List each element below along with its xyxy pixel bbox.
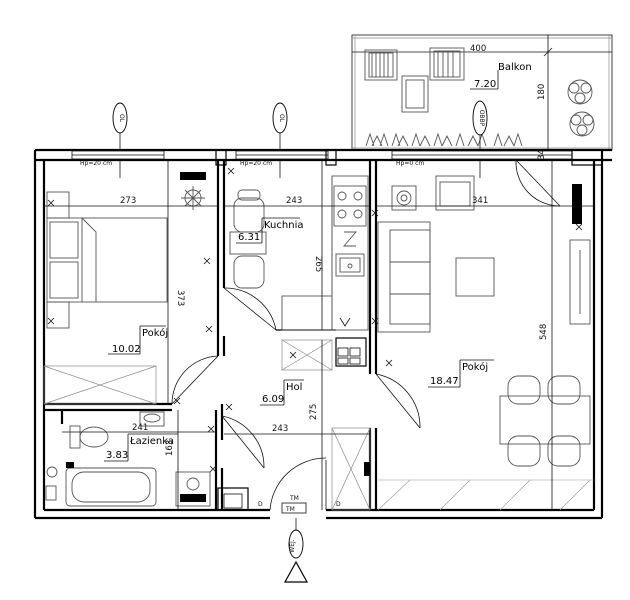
svg-text:OL: OL [278,114,285,123]
dining-table-icon [229,231,267,255]
door-balcony [515,159,561,207]
tv-cabinet-icon [569,184,591,325]
lazienka-name: Łazienka [129,436,174,447]
hol-area: 6.09 [262,394,284,405]
bathtub-icon [65,467,157,507]
sink-icon [335,253,365,277]
plant-icon [567,79,593,105]
bed-icon [46,191,168,329]
pokoj2-name: Pokój [462,361,488,373]
pokoj2-width-dim: 341 [472,196,488,206]
lazienka-width-dim: 241 [132,423,148,433]
door-lazienka [221,415,265,469]
hol-depth-dim: 275 [309,404,319,420]
exterior-walls [33,148,612,520]
entrance-arrow-icon [283,560,309,583]
hall-cabinet [281,339,333,371]
chair-icon [233,189,265,233]
side-table-icon [391,185,417,211]
socket-symbols [47,167,583,473]
floor-hatch [377,479,594,511]
interior-walls [44,160,378,511]
balkon-area: 7.20 [474,79,496,90]
svg-text:OBBP: OBBP [478,110,485,127]
door-pokoj2 [375,373,421,429]
entrance-label: WEJ. [289,539,296,552]
pokoj2-depth-dim: 548 [539,324,549,340]
axis-bubble-ol-2: OL [272,102,288,178]
pokoj2-area: 18.47 [430,376,459,387]
hol-width-dim: 243 [272,424,288,434]
washbasin-icon [139,411,165,427]
balcony-table-icon [401,75,429,113]
bath-fixtures [45,462,74,501]
sun-lounger-icon [429,47,465,81]
window-label-2: Hp=20 cm [240,160,272,167]
axis-bubble-ol-1: OL [112,102,128,178]
window-label-1: Hp=20 cm [80,160,112,167]
door-pokoj1 [171,355,219,405]
radiator-icon [180,172,206,180]
plant-icon [569,111,595,137]
balkon-width-dim: 400 [470,44,486,54]
door-entrance [269,457,327,511]
shrubs-icon [365,132,523,147]
kitchen-counter-icon [281,175,369,331]
tm-box-label: TM [285,506,295,513]
chair-icon [233,255,265,289]
tm-label: TM [289,495,299,502]
toilet-icon [69,425,109,449]
sun-lounger-icon [364,49,398,81]
pokoj1-depth-dim: 373 [175,290,185,306]
washing-machine-icon [175,471,211,507]
svg-text:OL: OL [118,114,125,123]
door-kuchnia [223,287,277,331]
wall-34-dim: 34 [537,149,547,160]
d-label-right: D [336,501,341,508]
hall-closet [331,427,371,511]
kuchnia-depth-dim: 265 [313,256,323,272]
balkon-name: Balkon [498,62,532,73]
entrance-marker: TM TM D D WEJ. [258,495,341,583]
wardrobe-icon [43,365,157,405]
kuchnia-width-dim: 243 [286,196,302,206]
d-label-left: D [258,501,263,508]
hol-name: Hol [286,382,302,393]
balcony: 400 180 Balkon 7.20 [351,34,613,151]
coffee-table-icon [455,257,495,297]
pokoj1-width-dim: 273 [120,196,136,206]
kuchnia-name: Kuchnia [264,220,303,231]
lazienka-area: 3.83 [106,450,128,461]
sofa-icon [377,221,431,333]
lazienka-depth-dim: 163 [165,440,175,456]
armchair-icon [435,175,475,211]
balkon-depth-dim: 180 [537,84,547,100]
dining-set-icon [499,375,591,467]
window-label-3: Hp=0 cm [396,160,424,167]
pokoj1-area: 10.02 [112,344,141,355]
kuchnia-area: 6.31 [238,232,260,243]
axis-bubble-obbp: OBBP [472,100,488,178]
pokoj1-name: Pokój [142,327,168,339]
dishwasher-icon [343,231,357,247]
